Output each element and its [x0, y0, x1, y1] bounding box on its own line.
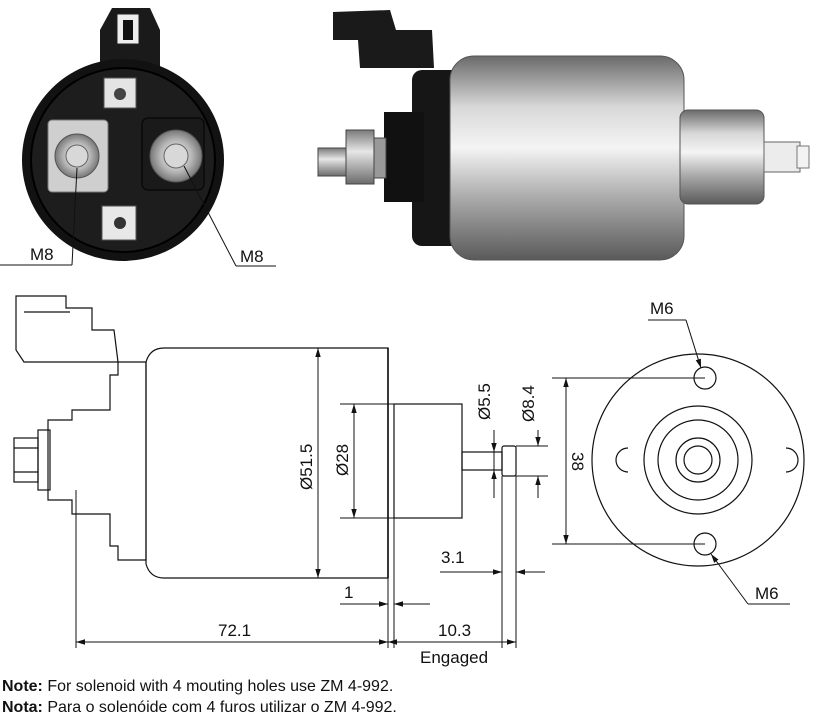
dim-tip-diameter: Ø8.4	[519, 385, 538, 422]
dim-body-diameter: Ø51.5	[297, 444, 316, 490]
note-english: Note: For solenoid with 4 mouting holes …	[2, 678, 393, 696]
dim-tip-length: 3.1	[441, 548, 465, 567]
front-drawing	[591, 353, 805, 567]
terminal-label-left: M8	[30, 245, 54, 264]
dim-body-length: 72.1	[218, 621, 251, 640]
side-view-photo	[317, 10, 810, 261]
note-english-text: For solenoid with 4 mouting holes use ZM…	[47, 678, 394, 695]
solenoid-can	[449, 55, 685, 261]
end-view-photo	[22, 8, 224, 261]
side-drawing	[13, 295, 517, 579]
dim-mount-spacing: 38	[568, 452, 587, 471]
note-portuguese-text: Para o solenóide com 4 furos utilizar o …	[47, 699, 397, 716]
dimension-lines	[75, 348, 548, 648]
note-english-label: Note:	[2, 678, 43, 695]
dim-gap: 1	[344, 583, 353, 602]
mount-label-bottom: M6	[755, 584, 779, 603]
terminal-label-right: M8	[240, 247, 264, 266]
dim-stroke: 10.3	[438, 621, 471, 640]
note-portuguese-label: Nota:	[2, 699, 43, 716]
dim-inner-diameter: Ø28	[333, 444, 352, 476]
mount-label-top: M6	[650, 299, 674, 318]
dim-plunger-diameter: Ø5.5	[475, 383, 494, 420]
solenoid-technical-figure: M8 M8	[0, 8, 810, 667]
dim-stroke-state: Engaged	[420, 648, 488, 667]
note-portuguese: Nota: Para o solenóide com 4 furos utili…	[2, 699, 397, 717]
